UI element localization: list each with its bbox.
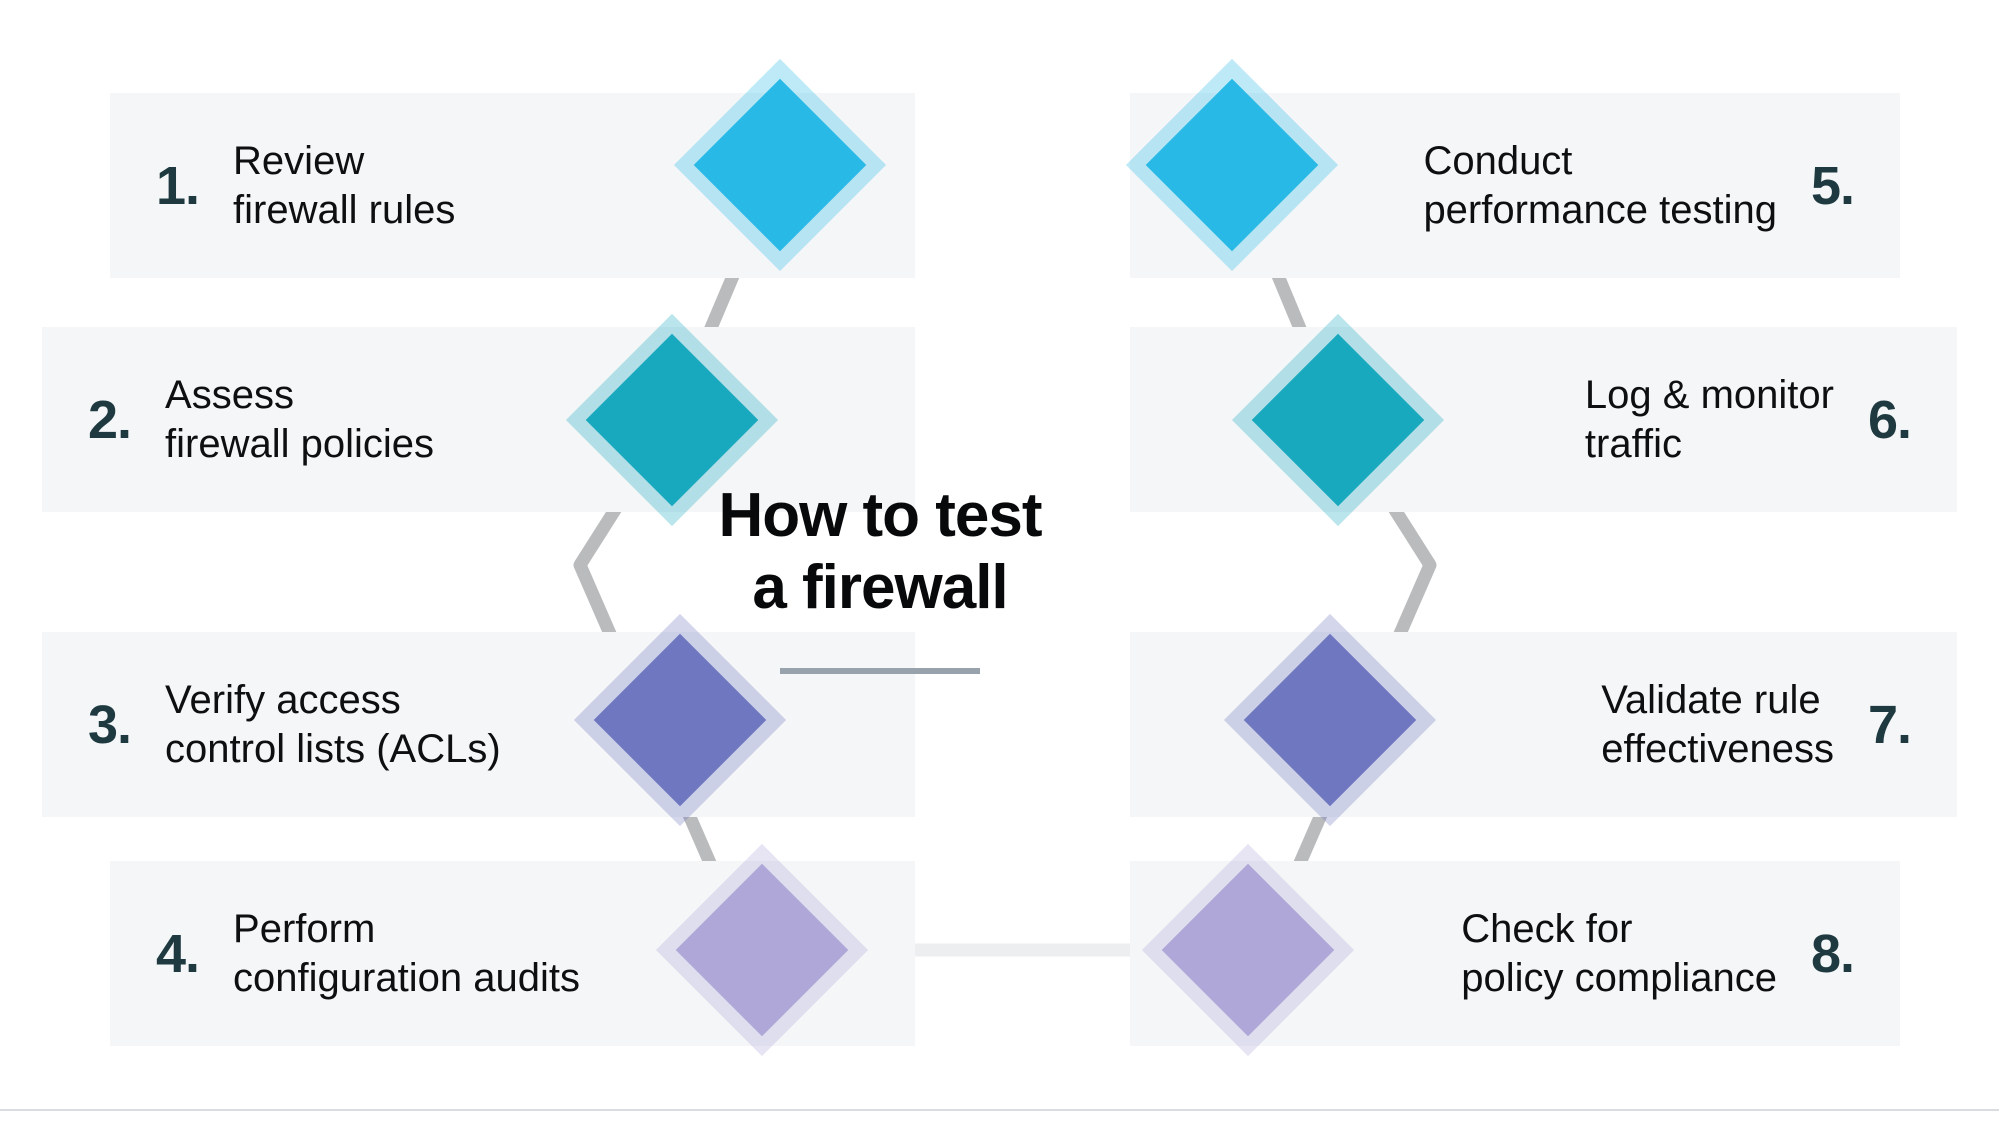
step-label-3: Verify access control lists (ACLs) <box>165 677 501 771</box>
step-label-2: Assess firewall policies <box>165 372 435 466</box>
step-number-6: 6. <box>1867 389 1912 450</box>
step-label-6: Log & monitor traffic <box>1584 372 1834 466</box>
footer-divider <box>0 1109 1999 1111</box>
step-label-5: Conduct performance testing <box>1423 138 1777 232</box>
connector-right <box>1225 158 1437 957</box>
step-number-8: 8. <box>1810 923 1855 984</box>
step-label-1: Review firewall rules <box>233 138 456 232</box>
center-title-block: How to test a firewall <box>640 480 1120 674</box>
step-number-7: 7. <box>1867 694 1912 755</box>
step-number-3: 3. <box>88 694 132 755</box>
step-number-1: 1. <box>156 155 200 216</box>
step-number-2: 2. <box>88 389 132 450</box>
step-number-4: 4. <box>156 923 200 984</box>
step-label-4: Perform configuration audits <box>233 906 580 1000</box>
step-label-8: Check for policy compliance <box>1461 906 1777 1000</box>
step-label-7: Validate rule effectiveness <box>1601 677 1834 771</box>
title-divider <box>780 667 980 674</box>
page-title: How to test a firewall <box>718 481 1042 622</box>
step-number-5: 5. <box>1810 155 1855 216</box>
